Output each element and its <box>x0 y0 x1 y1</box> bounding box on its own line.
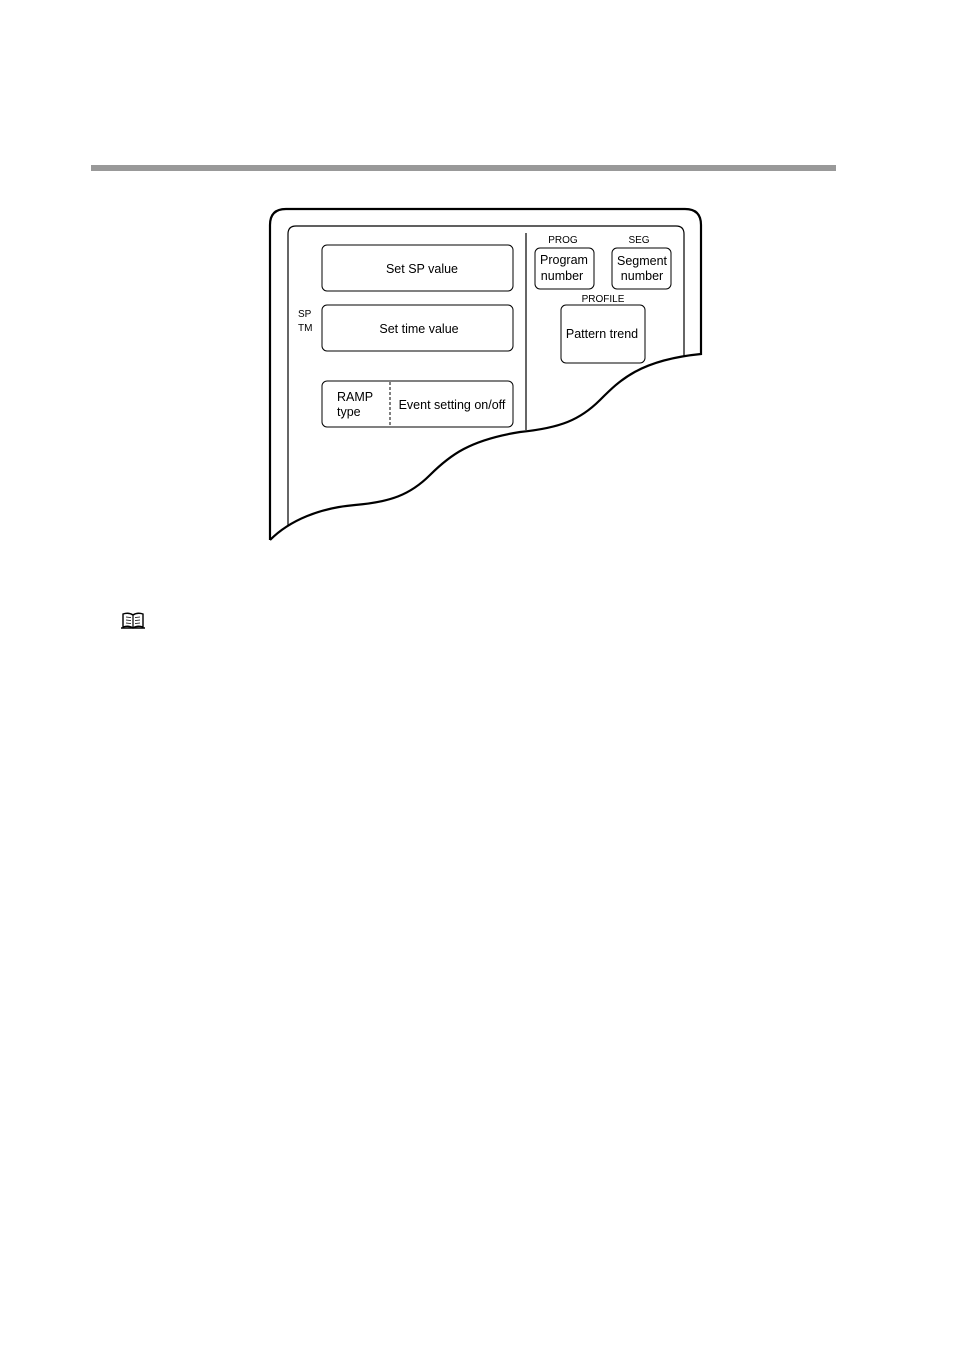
set-time-value-box <box>321 304 514 352</box>
outer-frame <box>268 207 703 541</box>
ramp-type-line1: RAMP <box>337 390 373 404</box>
pattern-trend-box <box>560 304 646 364</box>
ramp-event-box <box>321 380 514 428</box>
ramp-type-line2: type <box>337 405 361 419</box>
set-time-value-label: Set time value <box>379 322 458 336</box>
program-number-line1: Program <box>540 253 588 267</box>
book-icon <box>121 612 145 629</box>
program-number-line2: number <box>541 269 583 283</box>
inner-frame <box>287 225 685 526</box>
sp-label: SP <box>298 309 312 320</box>
segment-number-line1: Segment <box>617 254 668 268</box>
pattern-trend-label: Pattern trend <box>566 327 638 341</box>
prog-label: PROG <box>548 235 578 246</box>
set-sp-value-label: Set SP value <box>386 262 458 276</box>
segment-number-line2: number <box>621 269 663 283</box>
event-setting-label: Event setting on/off <box>399 398 506 412</box>
header-rule <box>91 165 836 171</box>
segment-number-box <box>611 247 672 290</box>
seg-label: SEG <box>628 235 649 246</box>
profile-label: PROFILE <box>582 294 625 305</box>
set-sp-value-box <box>321 244 514 292</box>
tm-label: TM <box>298 323 312 334</box>
program-number-box <box>534 247 595 290</box>
